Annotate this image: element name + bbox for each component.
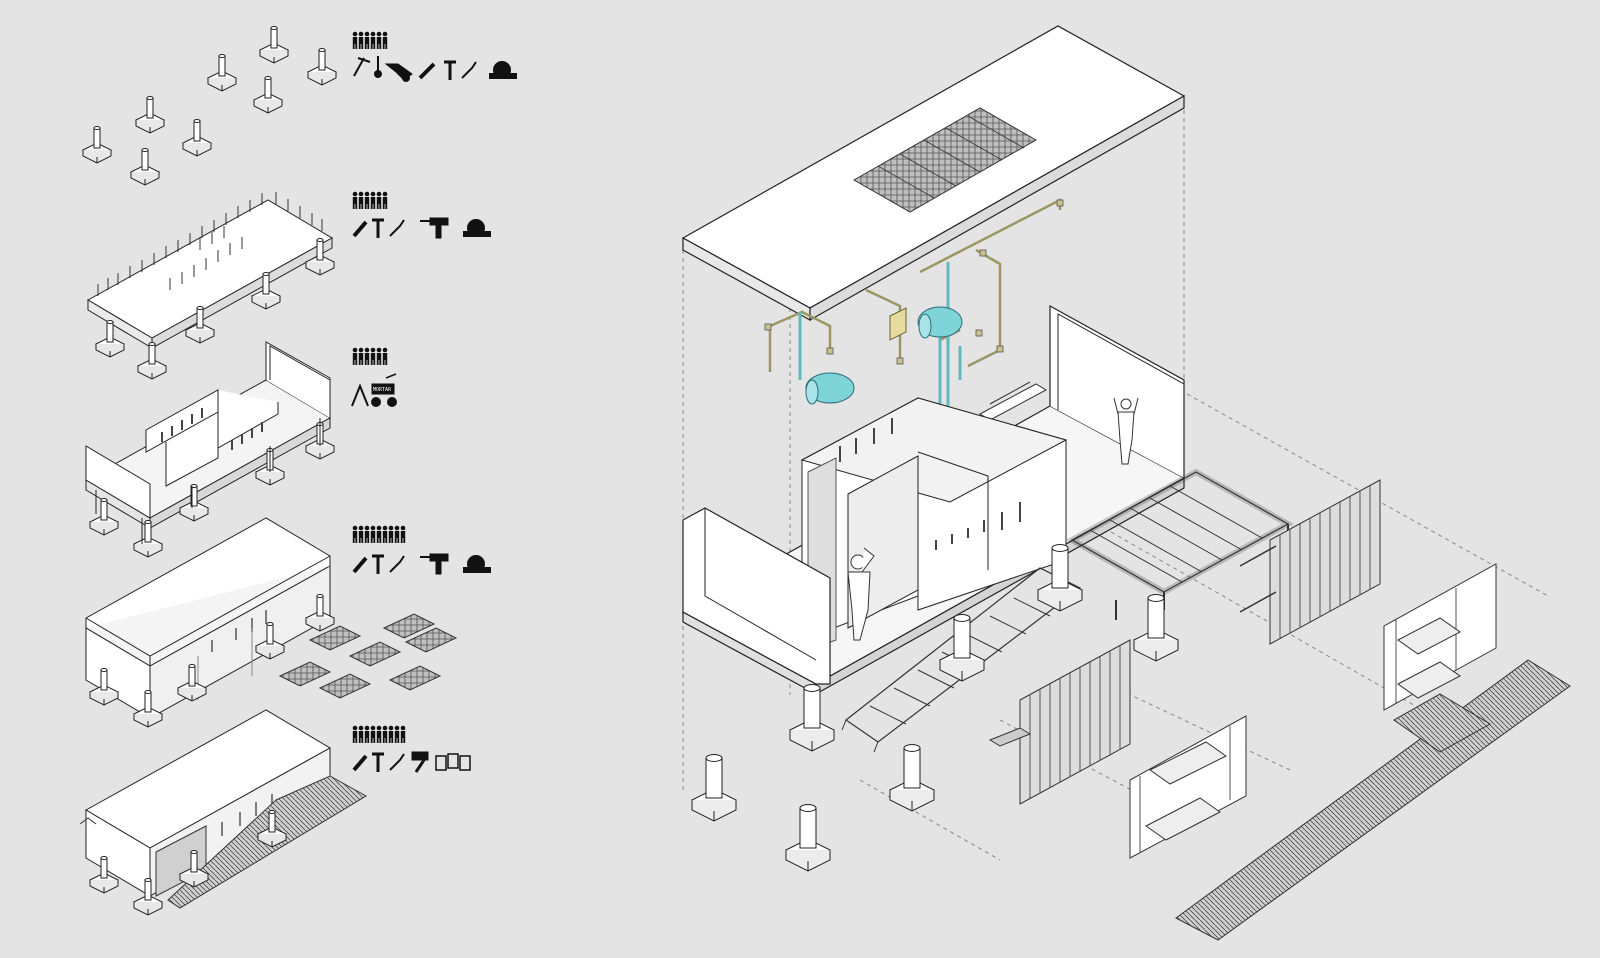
workers-icon <box>352 525 406 543</box>
workers-icon <box>352 191 388 209</box>
tool-icons <box>352 553 491 575</box>
step-finishing <box>79 709 367 916</box>
step-walls <box>84 341 335 558</box>
workers-icon <box>352 347 388 365</box>
water-storage-tank <box>917 306 963 339</box>
tool-icons <box>351 373 397 407</box>
step-floor-slab <box>86 192 335 380</box>
tool-icons <box>353 56 517 82</box>
step-walls-icons: MORTAR <box>351 347 397 407</box>
workers-icon <box>352 31 388 49</box>
deck-walkway <box>1175 659 1571 941</box>
person-figure <box>1113 397 1139 465</box>
mortar-label: MORTAR <box>373 387 392 393</box>
roof-slab <box>681 25 1186 322</box>
step-roof-panels-icons <box>352 525 491 575</box>
step-foundations <box>82 26 337 186</box>
workers-icon <box>352 725 406 743</box>
electrical-box <box>889 307 907 341</box>
person-figure <box>847 547 875 641</box>
step-floor-slab-icons <box>352 191 491 239</box>
tool-icons <box>352 751 471 773</box>
step-roof-panels <box>84 517 457 728</box>
access-ramp <box>841 567 1082 753</box>
house-walls-module <box>681 304 1186 696</box>
water-heater-tank <box>805 372 855 405</box>
step-foundations-icons <box>352 31 517 82</box>
facade-lattice-panels <box>988 479 1381 805</box>
tool-icons <box>352 217 491 239</box>
shelving-units <box>1129 563 1497 859</box>
step-finishing-icons <box>352 725 471 773</box>
